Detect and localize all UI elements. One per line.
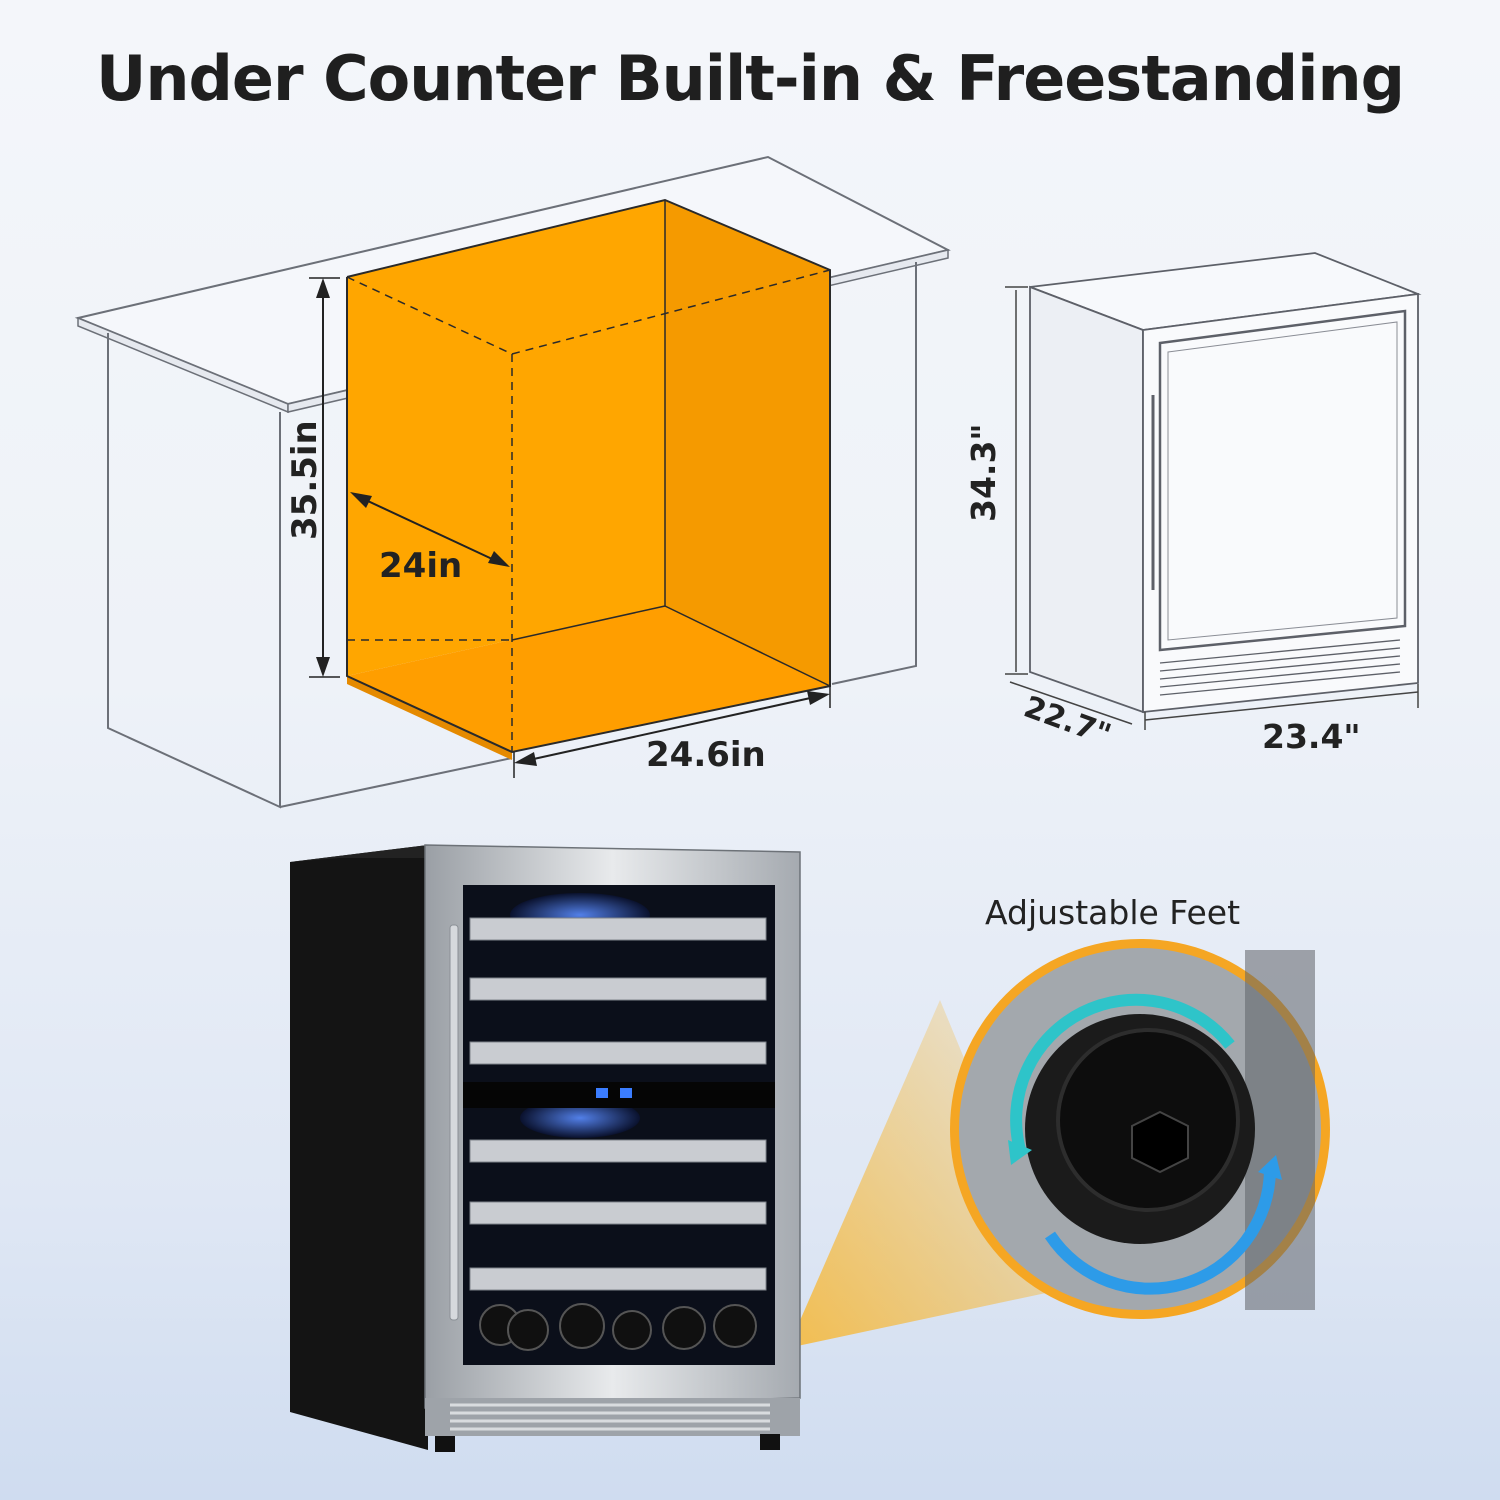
shelf bbox=[469, 1267, 767, 1291]
adjustable-feet-title: Adjustable Feet bbox=[985, 893, 1241, 932]
cavity-floor bbox=[347, 606, 830, 752]
shelf bbox=[469, 1139, 767, 1163]
depth-dimension-arrow bbox=[350, 492, 510, 567]
shelf bbox=[469, 917, 767, 941]
cavity-front bbox=[347, 200, 665, 676]
door-handle bbox=[449, 924, 459, 1321]
hex-socket-icon bbox=[1131, 1110, 1189, 1174]
built-in-width-label: 24.6in bbox=[646, 735, 766, 775]
built-in-height-label: 35.5in bbox=[285, 420, 325, 540]
page-title: Under Counter Built-in & Freestanding bbox=[96, 42, 1405, 115]
zoom-cone bbox=[788, 1000, 1060, 1348]
shelf bbox=[469, 1041, 767, 1065]
rotate-arrow-icon bbox=[1045, 1169, 1276, 1295]
cavity-side bbox=[665, 200, 830, 686]
width-dimension-arrow bbox=[513, 684, 831, 778]
built-in-depth-label: 24in bbox=[379, 546, 462, 586]
freestanding-diagram: 34.3" 22.7" 23.4" bbox=[964, 252, 1422, 756]
freestanding-width-label: 23.4" bbox=[1262, 717, 1361, 756]
shelf bbox=[469, 977, 767, 1001]
wine-cooler-product bbox=[290, 844, 1060, 1452]
control-panel bbox=[463, 1082, 775, 1108]
built-in-diagram: 35.5in 24in 24.6in bbox=[74, 155, 951, 809]
rotate-arrow-icon bbox=[1010, 993, 1235, 1152]
shelf bbox=[469, 1201, 767, 1225]
freestanding-depth-label: 22.7" bbox=[1019, 690, 1115, 754]
height-dimension-arrow bbox=[309, 277, 340, 678]
adjustable-feet-closeup bbox=[950, 939, 1330, 1319]
freestanding-height-label: 34.3" bbox=[964, 423, 1003, 522]
